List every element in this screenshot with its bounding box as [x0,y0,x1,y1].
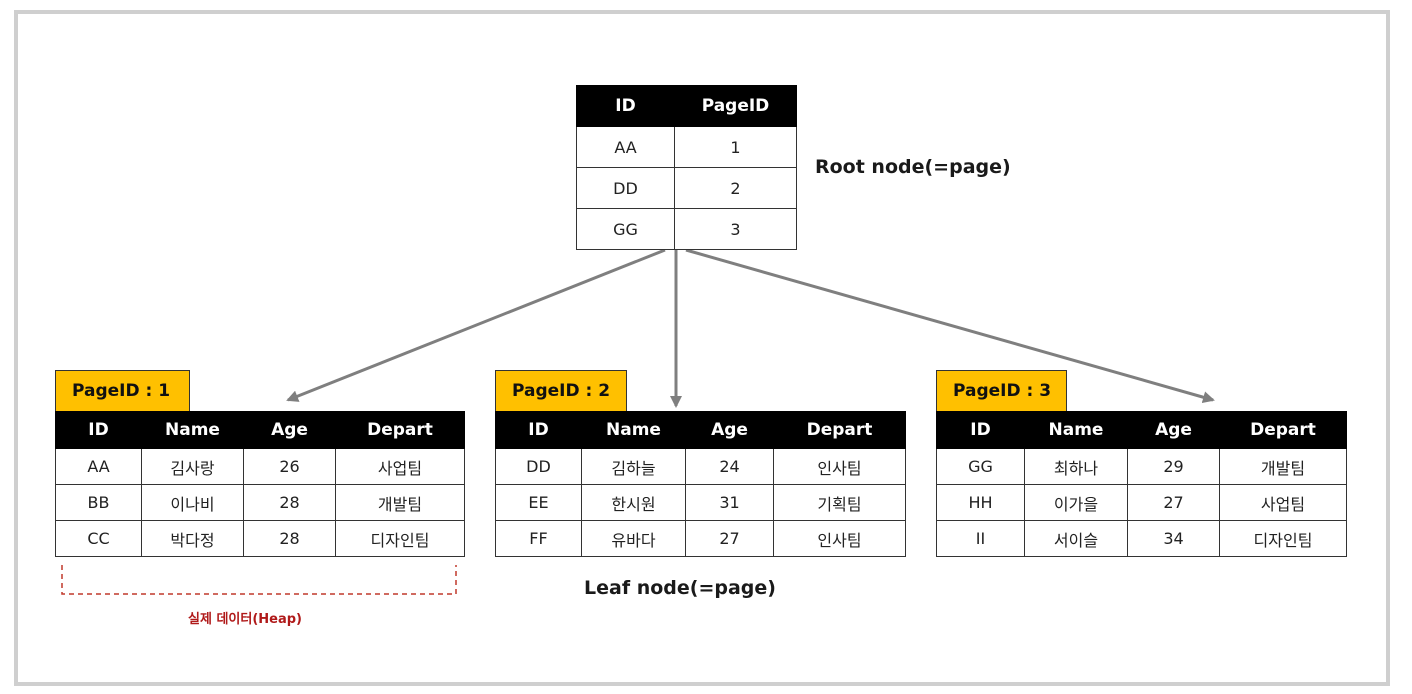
table-cell: 최하나 [1024,448,1128,485]
table-cell: 기획팀 [773,484,906,521]
table-row: II 서이슬 34 디자인팀 [936,520,1347,557]
column-header: Age [243,411,336,449]
column-header: Age [685,411,774,449]
table-cell: 2 [674,167,797,209]
table-cell: 인사팀 [773,448,906,485]
table-cell: 한시원 [581,484,686,521]
table-cell: 1 [674,126,797,168]
table-row: GG 3 [576,208,797,250]
table-cell: DD [495,448,582,485]
table-header-row: ID Name Age Depart [495,411,906,449]
table-cell: CC [55,520,142,557]
table-row: DD 김하늘 24 인사팀 [495,448,906,485]
table-row: EE 한시원 31 기획팀 [495,484,906,521]
root-node-table: ID PageID AA 1 DD 2 GG 3 [576,85,797,250]
table-cell: EE [495,484,582,521]
table-row: AA 김사랑 26 사업팀 [55,448,465,485]
table-cell: 김사랑 [141,448,244,485]
table-cell: 박다정 [141,520,244,557]
leaf-node-table-1: ID Name Age Depart AA 김사랑 26 사업팀 BB 이나비 … [55,411,465,557]
table-cell: GG [936,448,1025,485]
column-header: ID [576,85,675,127]
column-header: Depart [773,411,906,449]
column-header: Age [1127,411,1220,449]
table-cell: 24 [685,448,774,485]
column-header: ID [936,411,1025,449]
arrow-to-page-1 [286,248,666,402]
table-row: HH 이가을 27 사업팀 [936,484,1347,521]
table-cell: DD [576,167,675,209]
table-row: BB 이나비 28 개발팀 [55,484,465,521]
heap-bracket [61,565,457,595]
table-header-row: ID Name Age Depart [55,411,465,449]
column-header: Name [581,411,686,449]
table-cell: 28 [243,520,336,557]
table-cell: BB [55,484,142,521]
column-header: PageID [674,85,797,127]
column-header: ID [495,411,582,449]
table-cell: II [936,520,1025,557]
table-cell: 이가을 [1024,484,1128,521]
table-cell: AA [576,126,675,168]
table-cell: 27 [1127,484,1220,521]
table-row: CC 박다정 28 디자인팀 [55,520,465,557]
table-cell: GG [576,208,675,250]
column-header: Name [141,411,244,449]
table-cell: 개발팀 [335,484,465,521]
column-header: Depart [1219,411,1347,449]
table-cell: HH [936,484,1025,521]
column-header: Name [1024,411,1128,449]
table-row: GG 최하나 29 개발팀 [936,448,1347,485]
table-row: DD 2 [576,167,797,209]
leaf-node-table-2: ID Name Age Depart DD 김하늘 24 인사팀 EE 한시원 … [495,411,906,557]
page-id-tag-3: PageID : 3 [936,370,1067,412]
table-cell: 유바다 [581,520,686,557]
table-cell: 34 [1127,520,1220,557]
heap-data-label: 실제 데이터(Heap) [188,612,302,627]
table-cell: 28 [243,484,336,521]
table-header-row: ID Name Age Depart [936,411,1347,449]
table-cell: 사업팀 [1219,484,1347,521]
table-cell: 29 [1127,448,1220,485]
table-cell: 26 [243,448,336,485]
page-id-tag-2: PageID : 2 [495,370,627,412]
table-cell: 서이슬 [1024,520,1128,557]
table-cell: AA [55,448,142,485]
table-cell: 김하늘 [581,448,686,485]
table-cell: 31 [685,484,774,521]
table-cell: 디자인팀 [335,520,465,557]
table-row: FF 유바다 27 인사팀 [495,520,906,557]
leaf-node-label: Leaf node(=page) [584,577,776,599]
column-header: ID [55,411,142,449]
table-cell: 인사팀 [773,520,906,557]
table-cell: 사업팀 [335,448,465,485]
table-cell: 3 [674,208,797,250]
column-header: Depart [335,411,465,449]
arrow-to-page-3 [685,248,1215,404]
table-row: AA 1 [576,126,797,168]
leaf-node-table-3: ID Name Age Depart GG 최하나 29 개발팀 HH 이가을 … [936,411,1347,557]
table-cell: 27 [685,520,774,557]
page-id-tag-1: PageID : 1 [55,370,190,412]
table-header-row: ID PageID [576,85,797,127]
table-cell: 이나비 [141,484,244,521]
root-node-label: Root node(=page) [815,156,1011,178]
table-cell: 디자인팀 [1219,520,1347,557]
table-cell: 개발팀 [1219,448,1347,485]
table-cell: FF [495,520,582,557]
